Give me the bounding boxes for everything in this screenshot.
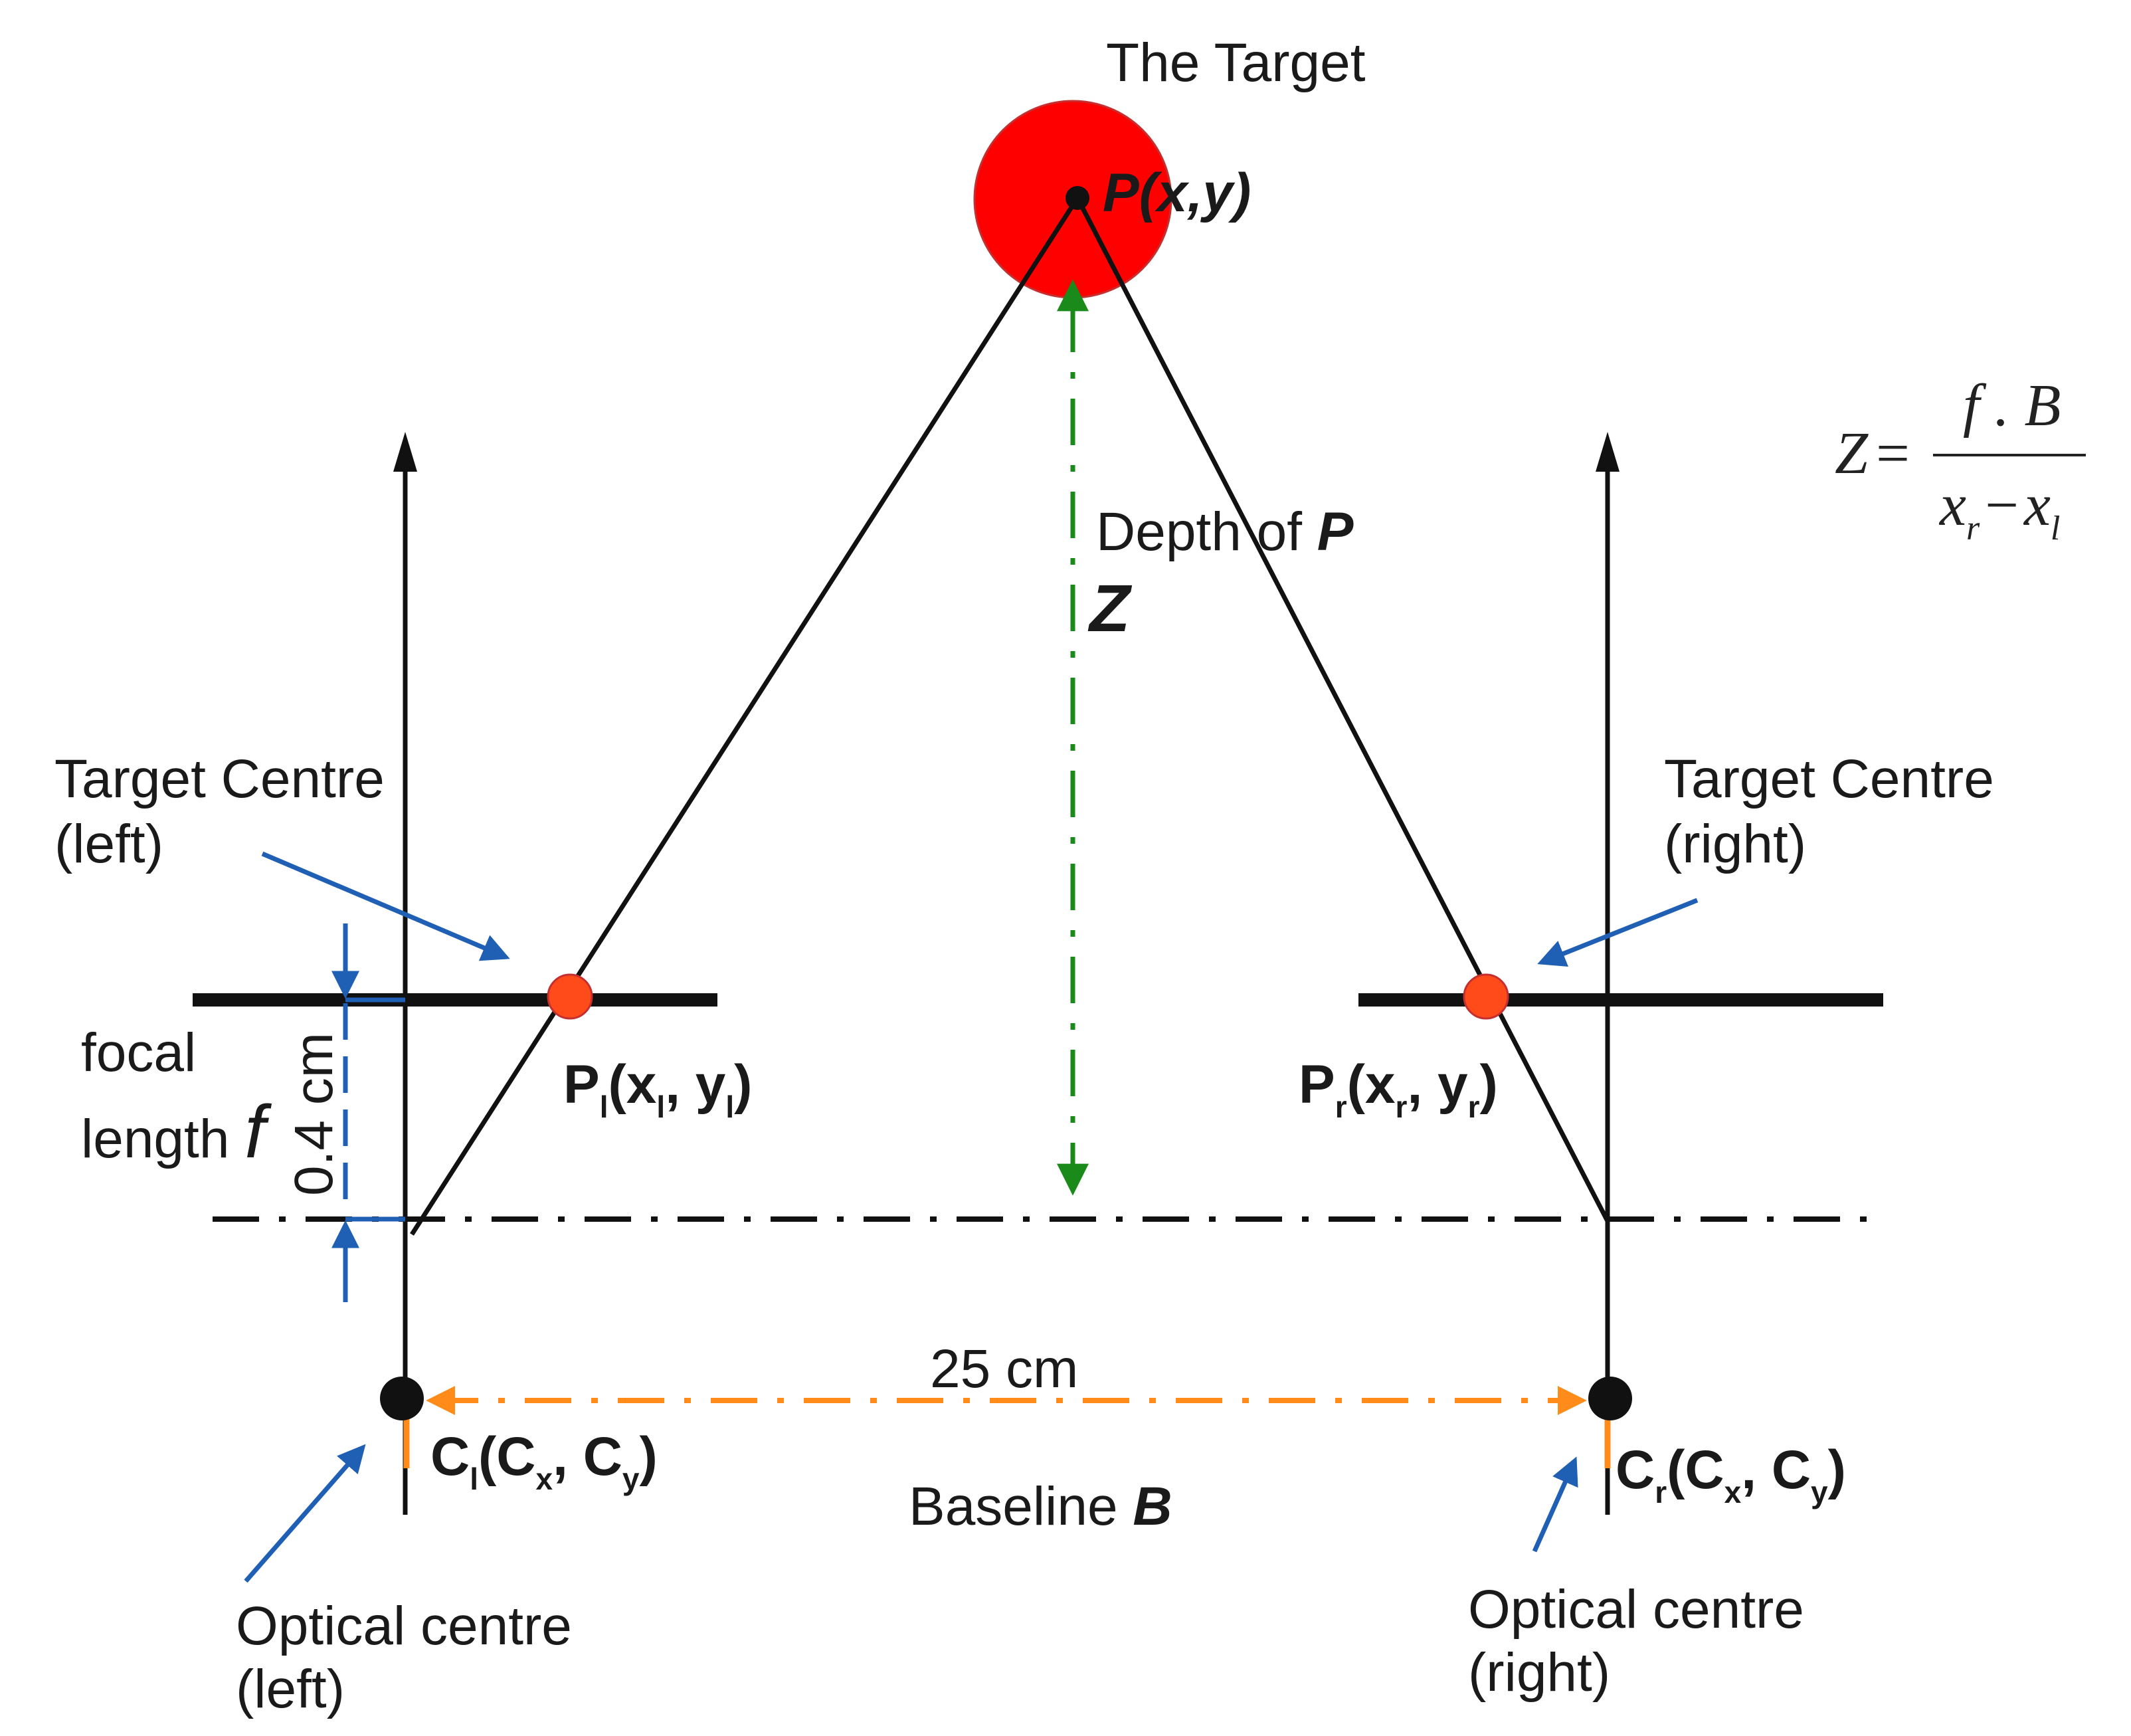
right-optical-centre-coord: Cr(Cx, Cy) (1616, 1440, 1846, 1509)
baseline-label-var: B (1133, 1476, 1172, 1537)
right-optical-centre-dot (1588, 1377, 1632, 1420)
left-optical-centre-coord: Cl(Cx, Cy) (430, 1426, 658, 1496)
left-image-point-label: Pl(xl, yl) (563, 1054, 752, 1124)
left-optical-centre-dot (380, 1377, 424, 1420)
left-target-centre-arrow (261, 851, 510, 961)
depth-label: Depth of P (1096, 502, 1354, 562)
right-optical-centre-arrow (1532, 1456, 1578, 1553)
formula-eq: = (1876, 421, 1910, 486)
baseline-label: Baseline B (909, 1476, 1172, 1537)
right-target-centre-line2: (right) (1664, 814, 1806, 874)
formula-den-l: l (2051, 510, 2060, 547)
formula-numerator: f . B (1963, 373, 2061, 438)
focal-label-line2: length f (81, 1090, 272, 1173)
left-optical-label-line1: Optical centre (236, 1596, 572, 1656)
right-target-centre-arrow (1537, 898, 1699, 967)
left-target-centre-line2: (left) (54, 814, 163, 874)
formula-denominator: xr−xl (1938, 472, 2060, 547)
left-image-point (547, 973, 593, 1020)
target-point-dot (1066, 186, 1089, 210)
right-image-point (1463, 973, 1509, 1020)
right-axis-arrowhead (1596, 432, 1620, 472)
formula-den-r: r (1966, 510, 1980, 547)
left-ray (410, 197, 1079, 1236)
target-title: The Target (1106, 33, 1366, 93)
depth-label-prefix: Depth of (1096, 502, 1317, 562)
formula-z: Z (1835, 421, 1869, 486)
left-axis-arrowhead (393, 432, 417, 472)
focal-dimension-label: 0.4 cm (284, 1032, 344, 1196)
depth-label-var: P (1317, 502, 1354, 562)
formula-den-minus: − (1985, 472, 2019, 538)
left-optical-centre-arrow (244, 1444, 366, 1583)
focal-symbol: f (244, 1090, 272, 1173)
formula-lhs: Z= (1835, 421, 1910, 486)
right-optical-label-line2: (right) (1468, 1642, 1610, 1703)
formula-den-x2: x (2023, 472, 2051, 538)
right-image-point-label: Pr(xr, yr) (1299, 1054, 1498, 1124)
formula-den-x1: x (1938, 472, 1966, 538)
depth-symbol: Z (1087, 571, 1133, 646)
left-optical-label-line2: (left) (236, 1659, 345, 1719)
focal-label-line1: focal (81, 1022, 196, 1083)
baseline-distance: 25 cm (930, 1339, 1078, 1399)
right-ray (1075, 197, 1610, 1222)
right-optical-label-line1: Optical centre (1468, 1579, 1804, 1640)
left-target-centre-line1: Target Centre (54, 749, 385, 809)
target-point-label: P(x,y) (1103, 163, 1251, 223)
right-target-centre-line1: Target Centre (1664, 749, 1994, 809)
